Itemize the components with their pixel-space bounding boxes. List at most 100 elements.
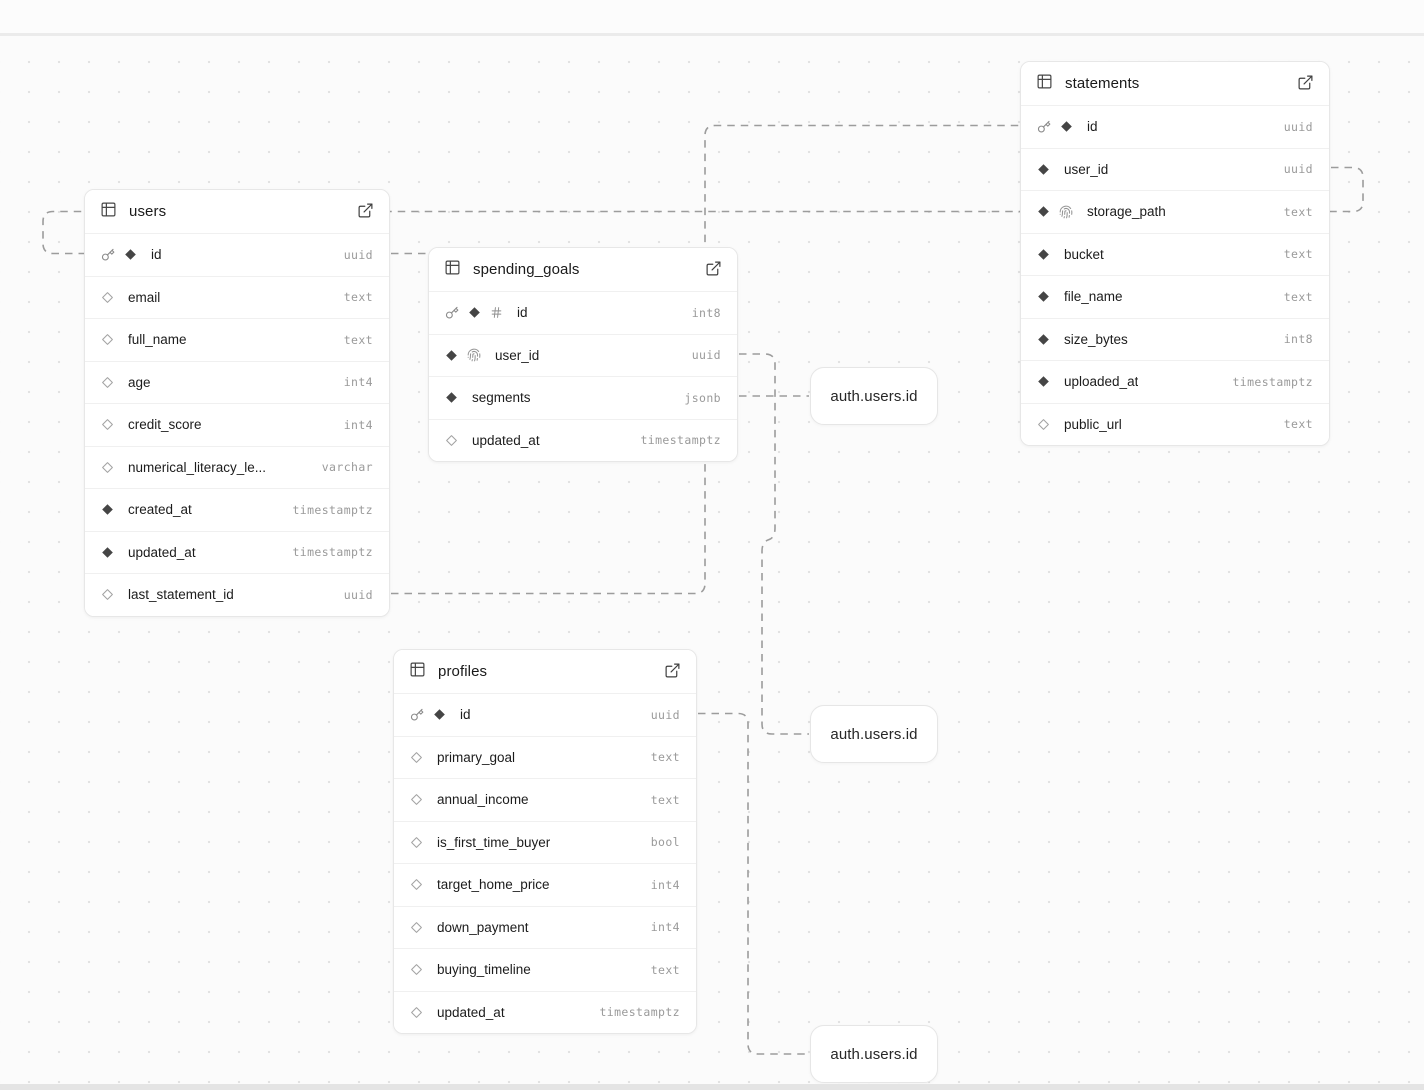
column-icons — [1037, 333, 1050, 346]
external-link-icon — [1297, 74, 1314, 94]
column-icons — [1037, 163, 1050, 176]
diamond-filled-icon — [1037, 375, 1050, 388]
diamond-filled-icon — [1037, 163, 1050, 176]
column-icons — [445, 306, 503, 320]
diamond-filled-icon — [1037, 290, 1050, 303]
open-table-button[interactable] — [705, 260, 722, 280]
column-type: uuid — [650, 707, 680, 722]
column-icons — [1037, 375, 1050, 388]
key-icon — [1037, 120, 1051, 134]
diamond-outline-icon — [101, 418, 114, 431]
column-row: size_bytes int8 — [1021, 317, 1329, 360]
fingerprint-icon — [467, 348, 481, 362]
table-header: profiles — [394, 650, 696, 693]
auth-users-id-node[interactable]: auth.users.id — [810, 1025, 938, 1083]
open-table-button[interactable] — [1297, 74, 1314, 94]
diamond-outline-icon — [410, 751, 423, 764]
diamond-outline-icon — [101, 376, 114, 389]
column-type: text — [343, 290, 373, 305]
diamond-outline-icon — [101, 461, 114, 474]
relationship-edge — [739, 353, 809, 735]
column-type: text — [343, 332, 373, 347]
column-icons — [101, 588, 114, 601]
diamond-filled-icon — [433, 708, 446, 721]
column-type: int4 — [650, 877, 680, 892]
column-row: age int4 — [85, 360, 389, 403]
column-row: primary_goal text — [394, 735, 696, 778]
key-icon — [101, 248, 115, 262]
open-table-button[interactable] — [664, 662, 681, 682]
diamond-filled-icon — [124, 248, 137, 261]
relationship-edge — [42, 166, 1364, 255]
diamond-filled-icon — [1060, 120, 1073, 133]
column-type: int4 — [343, 417, 373, 432]
column-type: uuid — [1283, 162, 1313, 177]
column-row: bucket text — [1021, 232, 1329, 275]
column-icons — [101, 248, 137, 262]
diamond-outline-icon — [1037, 418, 1050, 431]
column-icons — [101, 418, 114, 431]
column-type: timestamptz — [599, 1005, 680, 1020]
column-name: segments — [472, 390, 531, 406]
open-table-button[interactable] — [357, 202, 374, 222]
column-icons — [445, 434, 458, 447]
column-name: size_bytes — [1064, 331, 1128, 347]
auth-users-id-node[interactable]: auth.users.id — [810, 705, 938, 763]
key-icon — [445, 306, 459, 320]
external-link-icon — [705, 260, 722, 280]
column-type: int8 — [1283, 332, 1313, 347]
column-type: text — [1283, 247, 1313, 262]
column-icons — [1037, 418, 1050, 431]
column-type: int4 — [343, 375, 373, 390]
column-name: full_name — [128, 332, 187, 348]
column-name: is_first_time_buyer — [437, 834, 551, 850]
diamond-outline-icon — [101, 588, 114, 601]
column-name: primary_goal — [437, 749, 516, 765]
diamond-filled-icon — [101, 503, 114, 516]
table-icon — [409, 661, 426, 683]
column-name: bucket — [1064, 246, 1104, 262]
key-icon — [410, 708, 424, 722]
table-name: statements — [1065, 75, 1140, 92]
column-type: timestamptz — [292, 502, 373, 517]
diamond-filled-icon — [468, 306, 481, 319]
table-name: users — [129, 203, 167, 220]
column-name: age — [128, 374, 151, 390]
column-icons — [1037, 248, 1050, 261]
diamond-filled-icon — [445, 391, 458, 404]
column-name: user_id — [495, 347, 540, 363]
column-name: target_home_price — [437, 877, 550, 893]
column-icons — [101, 291, 114, 304]
auth-users-id-node[interactable]: auth.users.id — [810, 367, 938, 425]
column-icons — [410, 1006, 423, 1019]
diamond-outline-icon — [410, 1006, 423, 1019]
column-type: text — [650, 962, 680, 977]
column-icons — [1037, 120, 1073, 134]
diamond-outline-icon — [410, 836, 423, 849]
column-type: text — [650, 750, 680, 765]
column-row: target_home_price int4 — [394, 863, 696, 906]
column-type: uuid — [343, 587, 373, 602]
table-icon — [444, 259, 461, 281]
